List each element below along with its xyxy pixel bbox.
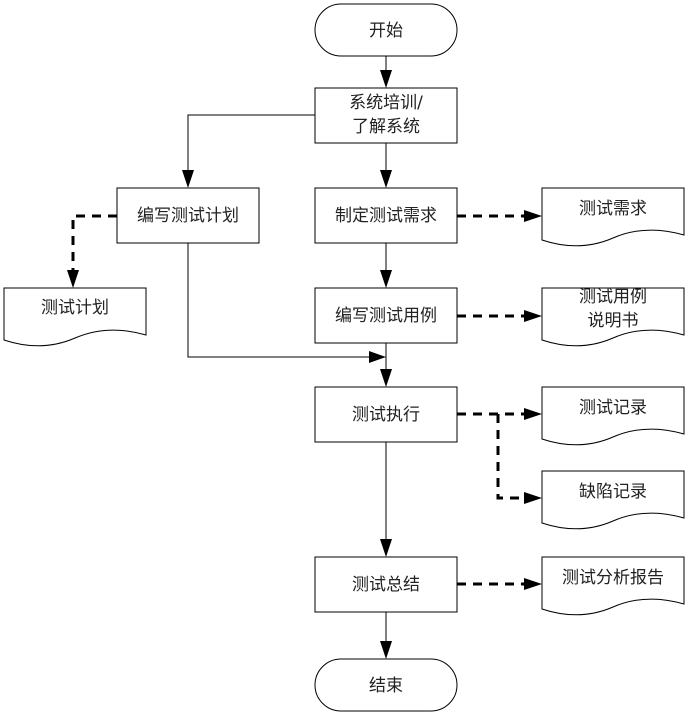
doc-requirements-label: 测试需求	[579, 199, 647, 219]
doc-requirements: 测试需求	[541, 187, 685, 247]
arrow-requirements-doc	[524, 210, 542, 222]
arrow-execute-defect	[524, 492, 542, 504]
write-cases-label: 编写测试用例	[335, 306, 437, 326]
make-requirements-label: 制定测试需求	[335, 206, 437, 226]
training-label-line2: 了解系统	[352, 117, 420, 137]
doc-case-manual-line1: 测试用例	[579, 287, 647, 307]
write-cases-process: 编写测试用例	[314, 287, 458, 344]
make-requirements-process: 制定测试需求	[314, 187, 458, 244]
doc-case-manual: 测试用例 说明书	[541, 287, 685, 347]
arrow-training-requirements	[380, 170, 392, 188]
dashed-connectors	[67, 210, 542, 590]
arrow-plan-doc	[67, 270, 79, 288]
doc-analysis-report-label: 测试分析报告	[562, 568, 664, 588]
summary-process: 测试总结	[314, 556, 458, 613]
doc-defect-record-label: 缺陷记录	[579, 482, 647, 502]
training-label-line1: 系统培训/	[349, 93, 423, 113]
doc-defect-record: 缺陷记录	[541, 470, 685, 530]
solid-connectors	[182, 56, 392, 659]
doc-plan-label: 测试计划	[41, 298, 109, 318]
arrow-requirements-cases	[380, 270, 392, 288]
arrow-plan-join	[369, 351, 386, 363]
arrow-training-plan	[182, 170, 194, 188]
end-terminator: 结束	[314, 658, 458, 712]
doc-test-record-label: 测试记录	[579, 398, 647, 418]
write-plan-process: 编写测试计划	[116, 187, 260, 244]
doc-case-manual-line2: 说明书	[588, 311, 639, 331]
training-process: 系统培训/ 了解系统	[314, 87, 458, 144]
arrow-cases-doc	[524, 310, 542, 322]
arrow-summary-end	[380, 641, 392, 659]
arrow-execute-summary	[380, 539, 392, 557]
summary-label: 测试总结	[352, 575, 420, 595]
arrow-start-training	[380, 70, 392, 88]
arrow-cases-execute	[380, 369, 392, 387]
execute-process: 测试执行	[314, 386, 458, 443]
write-plan-label: 编写测试计划	[137, 206, 239, 226]
arrow-summary-report	[524, 578, 542, 590]
arrow-execute-record	[524, 408, 542, 420]
doc-analysis-report: 测试分析报告	[541, 556, 685, 616]
end-label: 结束	[369, 676, 403, 696]
doc-test-record: 测试记录	[541, 386, 685, 446]
start-label: 开始	[369, 21, 403, 41]
start-terminator: 开始	[314, 3, 458, 57]
doc-plan: 测试计划	[3, 287, 147, 347]
execute-label: 测试执行	[352, 405, 420, 425]
